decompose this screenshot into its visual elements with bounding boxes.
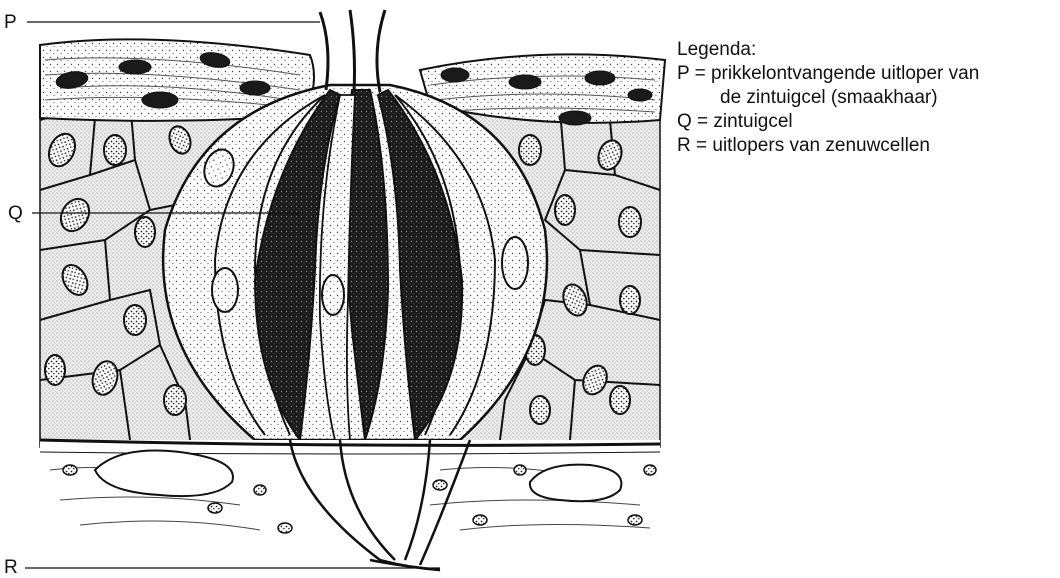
label-q: Q <box>8 204 23 223</box>
legend-title: Legenda: <box>677 38 979 62</box>
label-r: R <box>4 558 18 577</box>
taste-hairs <box>320 10 385 92</box>
legend-entry-p-continuation: de zintuigcel (smaakhaar) <box>677 86 979 110</box>
legend-entry-r: R = uitlopers van zenuwcellen <box>677 134 979 158</box>
connective-tissue <box>40 440 660 570</box>
legend-entry-q: Q = zintuigcel <box>677 110 979 134</box>
label-p: P <box>4 13 17 32</box>
legend: Legenda: P = prikkelontvangende uitloper… <box>677 38 979 158</box>
legend-entry-p: P = prikkelontvangende uitloper van <box>677 62 979 86</box>
